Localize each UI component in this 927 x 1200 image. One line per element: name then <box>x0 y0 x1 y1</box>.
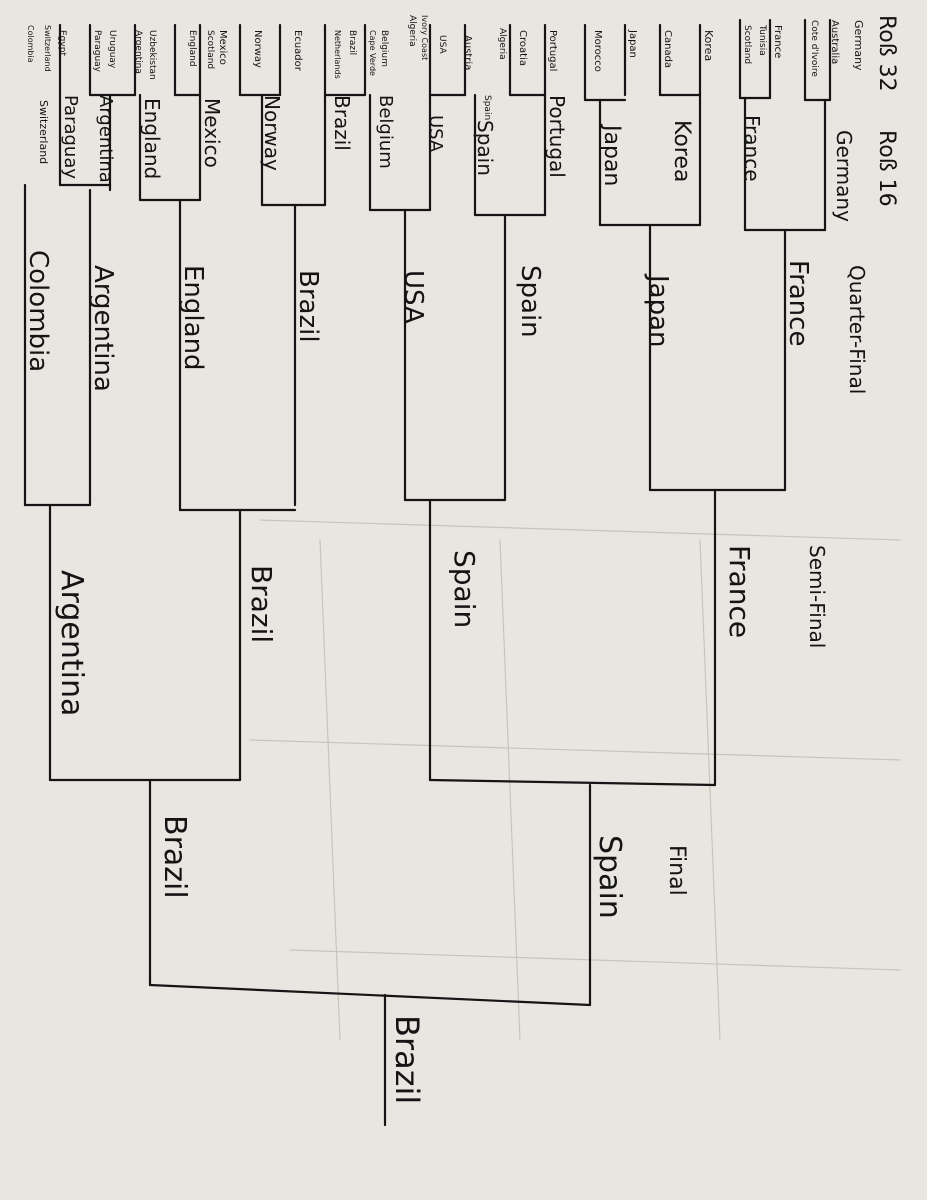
r32-entry: Netherlands <box>333 30 342 79</box>
r32-entry: Canada <box>662 30 673 68</box>
bleed-through <box>249 519 901 1041</box>
r32-entry: USA <box>437 35 447 54</box>
sf-entries: France Spain Brazil Argentina <box>54 545 756 716</box>
r16-entry: Spain <box>473 120 497 176</box>
r16-entry: Switzerland <box>37 100 50 164</box>
r32-entry: Paraguay <box>92 30 102 73</box>
r32-entry: Portugal <box>547 30 558 71</box>
qf-entry: Japan <box>643 273 673 348</box>
r16-entry: Norway <box>260 95 284 171</box>
r16-entry: Paraguay <box>60 95 81 179</box>
r16-entry: Portugal <box>545 95 569 178</box>
r16-entries: Germany France Korea Japan Portugal Spai… <box>37 95 856 222</box>
r32-entry: Switzerland <box>43 25 52 72</box>
r32-entry: Belgium <box>379 30 389 67</box>
qf-entries: France Japan Spain USA Brazil England Ar… <box>23 250 813 392</box>
r16-entry: Korea <box>669 120 694 182</box>
r32-entry: Brazil <box>347 30 357 55</box>
r32-entry: Ecuador <box>292 30 303 72</box>
r32-entry: England <box>187 30 197 67</box>
qf-entry: England <box>178 265 208 371</box>
qf-entry: USA <box>398 270 428 324</box>
stage-label-r16: Roß 16 <box>874 130 899 207</box>
r32-entry: Algeria <box>497 28 507 60</box>
r32-entry: Scotland <box>742 25 752 64</box>
qf-entry: Argentina <box>88 265 118 392</box>
r16-entry: France <box>740 115 764 182</box>
stage-label-r32: Roß 32 <box>874 15 899 92</box>
r16-entry: USA <box>425 115 446 153</box>
r16-entry: Mexico <box>200 98 224 168</box>
r32-entries: Germany Australia Cote d'Ivoire France T… <box>26 15 865 120</box>
final-entry: Spain <box>592 835 627 919</box>
r32-entry: Uruguay <box>107 30 117 69</box>
r32-entry: Scotland <box>205 30 215 69</box>
r32-entry: Korea <box>702 30 715 61</box>
r32-entry: Colombia <box>26 25 35 63</box>
r16-entry: England <box>140 98 164 179</box>
r32-entry: Australia <box>829 20 840 64</box>
r16-entry: Germany <box>832 130 856 222</box>
stage-label-final: Final <box>664 845 689 896</box>
qf-entry: Brazil <box>293 270 323 343</box>
r32-entry: Cote d'Ivoire <box>809 20 819 77</box>
sf-bracket-lines <box>48 488 717 787</box>
r32-entry: Uzbekistan <box>147 30 157 80</box>
qf-entry: France <box>783 260 813 346</box>
qf-entry: Colombia <box>23 250 53 372</box>
final-entry: Brazil <box>157 815 192 899</box>
r32-entry: Spain <box>482 95 492 120</box>
r32-entry: Mexico <box>217 30 228 65</box>
final-bracket-lines <box>148 778 592 1127</box>
champion-label: Brazil <box>388 1015 426 1104</box>
r32-entry: Morocco <box>592 30 603 72</box>
qf-bracket-lines <box>23 183 787 512</box>
r32-entry: Germany <box>852 20 865 71</box>
r16-entry: Japan <box>599 123 624 186</box>
r32-entry: Croatia <box>517 30 528 66</box>
r32-entry: Tunisia <box>757 24 767 56</box>
stage-label-qf: Quarter-Final <box>845 265 869 394</box>
stage-labels: Roß 32 Roß 16 Quarter-Final Semi-Final F… <box>664 15 899 896</box>
r16-entry: Argentina <box>95 95 116 183</box>
sf-entry: Brazil <box>245 565 278 643</box>
sf-entry: Argentina <box>54 570 89 716</box>
r32-bracket-lines <box>58 18 832 187</box>
r32-entry: Algeria <box>407 15 417 47</box>
stage-label-sf: Semi-Final <box>805 545 829 648</box>
final-entries: Spain Brazil <box>157 815 627 919</box>
r32-entry: Ivory Coast <box>420 15 429 60</box>
r32-entry: Austria <box>462 35 473 70</box>
r32-entry: Egypt <box>57 30 67 56</box>
r16-entry: Brazil <box>330 95 354 151</box>
sf-entry: Spain <box>448 550 481 628</box>
r32-entry: Argentina <box>133 30 143 74</box>
r32-entry: Japan <box>627 29 638 58</box>
r32-entry: France <box>772 25 783 58</box>
r32-entry: Norway <box>252 30 263 68</box>
qf-entry: Spain <box>515 265 545 338</box>
r16-entry: Belgium <box>375 95 396 169</box>
r32-entry: Cape Verde <box>368 30 377 76</box>
sf-entry: France <box>723 545 756 638</box>
